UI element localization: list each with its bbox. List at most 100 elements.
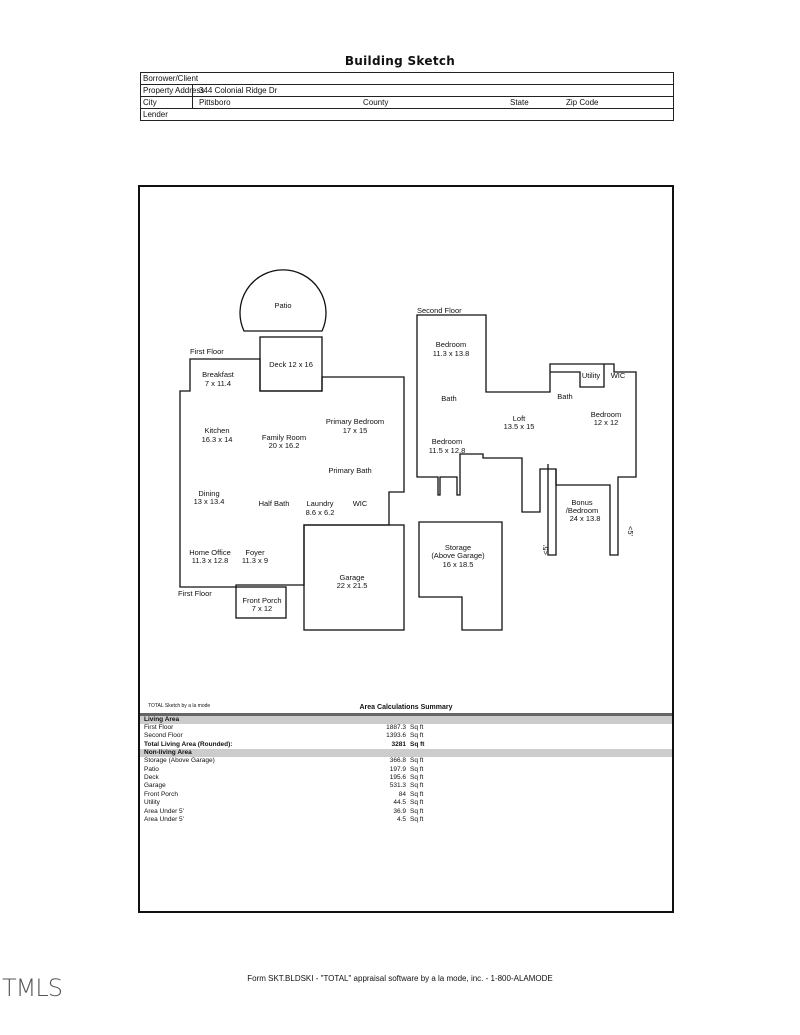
row-name: Deck bbox=[144, 773, 159, 781]
summary-row: First Floor 1887.3 Sq ft bbox=[140, 724, 672, 732]
row-value: 195.6 bbox=[389, 773, 406, 781]
mls-logo: TMLS bbox=[2, 974, 63, 1002]
county-label: County bbox=[363, 98, 389, 107]
area-summary: Living Area First Floor 1887.3 Sq ft Sec… bbox=[140, 713, 672, 836]
row-name: Front Porch bbox=[144, 790, 178, 798]
first-floor-top-label: First Floor bbox=[190, 347, 224, 356]
row-unit: Sq ft bbox=[410, 740, 425, 748]
foyer-dim: 11.3 x 9 bbox=[242, 556, 268, 565]
row-name: Garage bbox=[144, 782, 166, 790]
home-office-label: Home Office bbox=[189, 548, 231, 557]
row-name: Area Under 5' bbox=[144, 807, 184, 815]
patio-label: Patio bbox=[274, 301, 291, 310]
row-unit: Sq ft bbox=[410, 782, 424, 790]
row-value: 44.5 bbox=[393, 799, 406, 807]
family-room-label: Family Room bbox=[262, 433, 306, 442]
borrower-row: Borrower/Client bbox=[141, 73, 673, 85]
front-porch-label: Front Porch bbox=[242, 596, 281, 605]
foyer-label: Foyer bbox=[245, 548, 265, 557]
city-value: Pittsboro bbox=[199, 98, 231, 107]
row-value: 366.8 bbox=[389, 757, 406, 765]
row-unit: Sq ft bbox=[410, 765, 424, 773]
row-unit: Sq ft bbox=[410, 732, 424, 740]
under5-a-label: <5' bbox=[541, 544, 550, 555]
row-value: 4.5 bbox=[396, 815, 406, 823]
form-footer: Form SKT.BLDSKI - "TOTAL" appraisal soft… bbox=[247, 974, 553, 983]
bath1-label: Bath bbox=[441, 394, 456, 403]
kitchen-label: Kitchen bbox=[204, 426, 229, 435]
city-label: City bbox=[141, 97, 193, 108]
bedroom1-label: Bedroom bbox=[436, 340, 466, 349]
garage-label: Garage bbox=[339, 573, 364, 582]
property-header: Borrower/Client Property Address 344 Col… bbox=[140, 72, 674, 121]
wic-label: WIC bbox=[353, 499, 368, 508]
address-label: Property Address bbox=[143, 85, 205, 96]
total-row: Total Living Area (Rounded): 3281 Sq ft bbox=[140, 741, 672, 749]
living-area-head: Living Area bbox=[140, 716, 672, 724]
garage-outline bbox=[303, 524, 405, 631]
laundry-dim: 8.6 x 6.2 bbox=[306, 508, 335, 517]
second-floor-outline bbox=[416, 314, 637, 556]
bonus-wall bbox=[547, 464, 557, 556]
breakfast-label: Breakfast bbox=[202, 370, 235, 379]
half-bath-label: Half Bath bbox=[259, 499, 290, 508]
second-floor-label: Second Floor bbox=[417, 306, 462, 315]
primary-bath-label: Primary Bath bbox=[328, 466, 371, 475]
summary-row: Utility 44.5 Sq ft bbox=[140, 799, 672, 807]
storage-dim: 16 x 18.5 bbox=[443, 560, 474, 569]
row-value: 1393.6 bbox=[386, 732, 406, 740]
summary-row: Storage (Above Garage) 366.8 Sq ft bbox=[140, 757, 672, 765]
row-unit: Sq ft bbox=[410, 724, 424, 731]
row-unit: Sq ft bbox=[410, 807, 424, 815]
summary-row: Patio 197.9 Sq ft bbox=[140, 766, 672, 774]
zip-label: Zip Code bbox=[566, 98, 599, 107]
loft-label: Loft bbox=[513, 414, 526, 423]
kitchen-dim: 16.3 x 14 bbox=[202, 435, 233, 444]
row-value: 36.9 bbox=[393, 807, 406, 815]
row-name: Utility bbox=[144, 799, 160, 807]
row-value: 1887.3 bbox=[386, 724, 406, 731]
row-unit: Sq ft bbox=[410, 757, 424, 765]
row-name: Second Floor bbox=[144, 732, 183, 740]
bath2-label: Bath bbox=[557, 392, 572, 401]
row-name: Storage (Above Garage) bbox=[144, 757, 215, 765]
utility-wall bbox=[550, 364, 605, 388]
dining-dim: 13 x 13.4 bbox=[194, 497, 225, 506]
plan-outlines bbox=[179, 269, 637, 631]
garage-dim: 22 x 21.5 bbox=[337, 581, 368, 590]
state-label: State bbox=[510, 98, 529, 107]
laundry-label: Laundry bbox=[306, 499, 333, 508]
bedroom3-label: Bedroom bbox=[591, 410, 621, 419]
bonus2-label: /Bedroom bbox=[566, 506, 599, 515]
row-name: First Floor bbox=[144, 724, 174, 731]
row-value: 197.9 bbox=[389, 765, 406, 773]
row-name: Area Under 5' bbox=[144, 815, 184, 823]
storage-label: Storage bbox=[445, 543, 471, 552]
storage-outline bbox=[418, 521, 503, 631]
bedroom2-dim: 11.5 x 12.8 bbox=[429, 446, 466, 455]
row-value: 3281 bbox=[391, 740, 406, 748]
row-value: 531.3 bbox=[389, 782, 406, 790]
breakfast-dim: 7 x 11.4 bbox=[205, 379, 231, 388]
summary-row: Second Floor 1393.6 Sq ft bbox=[140, 732, 672, 740]
row-name: Patio bbox=[144, 765, 159, 773]
primary-bedroom-label: Primary Bedroom bbox=[326, 417, 384, 426]
patio-outline bbox=[239, 269, 327, 332]
address-value: 344 Colonial Ridge Dr bbox=[199, 86, 278, 95]
row-unit: Sq ft bbox=[410, 815, 424, 823]
city-row: City Pittsboro County State Zip Code bbox=[141, 97, 673, 109]
front-porch-dim: 7 x 12 bbox=[252, 604, 272, 613]
row-unit: Sq ft bbox=[410, 790, 424, 798]
floor-plan: Patio First Floor Deck 12 x 16 Breakfast… bbox=[178, 269, 637, 631]
bedroom2-label: Bedroom bbox=[432, 437, 462, 446]
utility-label: Utility bbox=[582, 371, 601, 380]
first-floor-bottom-label: First Floor bbox=[178, 589, 212, 598]
row-value: 84 bbox=[398, 790, 406, 798]
bedroom1-dim: 11.3 x 13.8 bbox=[433, 349, 470, 358]
bedroom3-dim: 12 x 12 bbox=[594, 418, 619, 427]
summary-row: Area Under 5' 36.9 Sq ft bbox=[140, 808, 672, 816]
summary-title: Area Calculations Summary bbox=[359, 704, 453, 711]
deck-label: Deck 12 x 16 bbox=[269, 360, 313, 369]
bonus-dim: 24 x 13.8 bbox=[570, 514, 601, 523]
software-tag: TOTAL Sketch by a la mode bbox=[148, 703, 211, 709]
